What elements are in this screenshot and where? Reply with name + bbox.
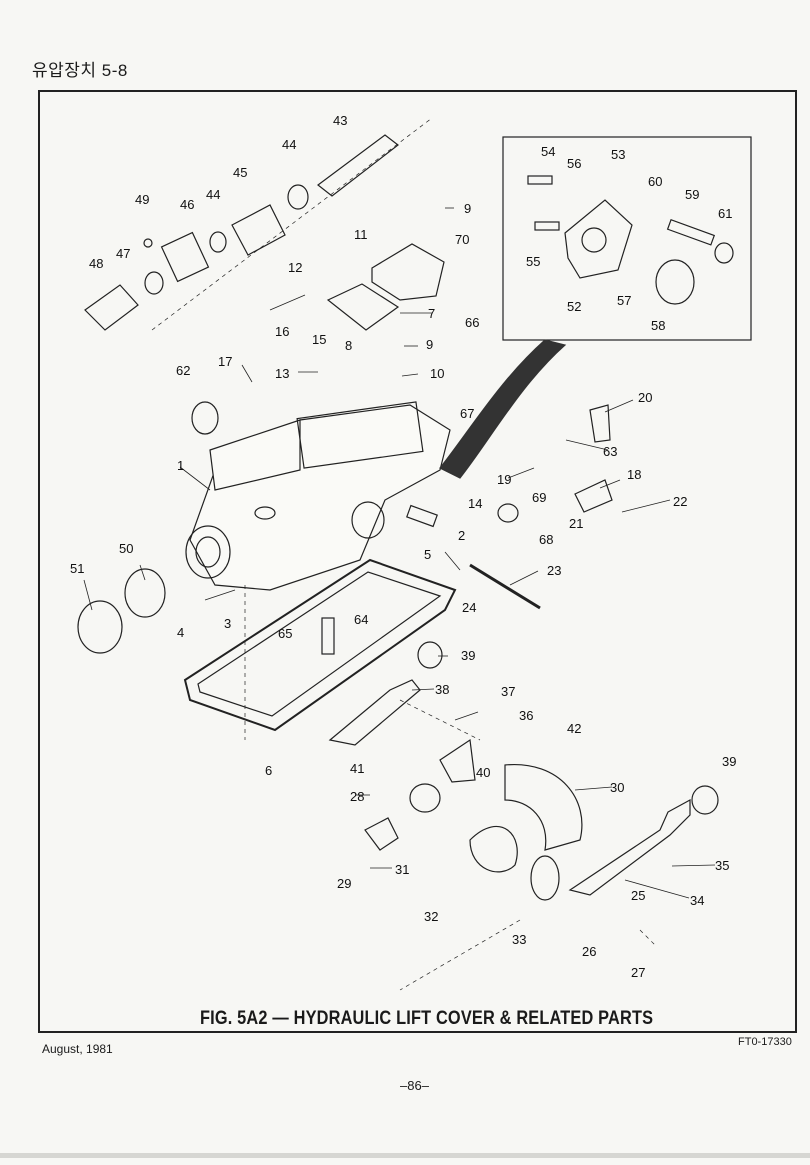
callout-48: 48 — [89, 256, 103, 271]
figure-caption: FIG. 5A2 — HYDRAULIC LIFT COVER & RELATE… — [200, 1008, 654, 1029]
callout-9b: 9 — [426, 337, 433, 352]
lift-cover-housing — [189, 404, 451, 591]
callout-67: 67 — [460, 406, 474, 421]
cover-flange — [564, 199, 633, 279]
callout-51: 51 — [70, 561, 84, 576]
callout-28: 28 — [350, 789, 364, 804]
shaft — [469, 563, 541, 610]
callout-34: 34 — [690, 893, 704, 908]
callout-69: 69 — [532, 490, 546, 505]
callout-12: 12 — [288, 260, 302, 275]
callout-7: 7 — [428, 306, 435, 321]
callout-60: 60 — [648, 174, 662, 189]
callout-46: 46 — [180, 197, 194, 212]
callout-13: 13 — [275, 366, 289, 381]
scan-edge — [0, 1153, 810, 1158]
callout-23: 23 — [547, 563, 561, 578]
callout-59: 59 — [685, 187, 699, 202]
callout-68: 68 — [539, 532, 553, 547]
inset-box — [502, 136, 752, 341]
callout-50: 50 — [119, 541, 133, 556]
callout-22: 22 — [673, 494, 687, 509]
callout-44b: 44 — [206, 187, 220, 202]
print-date: August, 1981 — [42, 1042, 113, 1056]
callout-57: 57 — [617, 293, 631, 308]
callout-5: 5 — [424, 547, 431, 562]
callout-25: 25 — [631, 888, 645, 903]
callout-4: 4 — [177, 625, 184, 640]
gasket — [183, 558, 457, 732]
callout-19: 19 — [497, 472, 511, 487]
callout-47: 47 — [116, 246, 130, 261]
callout-64: 64 — [354, 612, 368, 627]
callout-1: 1 — [177, 458, 184, 473]
callout-2: 2 — [458, 528, 465, 543]
callout-3: 3 — [224, 616, 231, 631]
callout-52: 52 — [567, 299, 581, 314]
callout-40: 40 — [476, 765, 490, 780]
callout-65: 65 — [278, 626, 292, 641]
callout-15: 15 — [312, 332, 326, 347]
callout-61: 61 — [718, 206, 732, 221]
callout-55: 55 — [526, 254, 540, 269]
callout-16: 16 — [275, 324, 289, 339]
callout-63: 63 — [603, 444, 617, 459]
callout-41: 41 — [350, 761, 364, 776]
page-header: 유압장치 5-8 — [32, 61, 128, 80]
callout-33: 33 — [512, 932, 526, 947]
callout-32: 32 — [424, 909, 438, 924]
callout-27: 27 — [631, 965, 645, 980]
callout-6: 6 — [265, 763, 272, 778]
lift-arm — [328, 679, 421, 746]
callout-10: 10 — [430, 366, 444, 381]
callout-62: 62 — [176, 363, 190, 378]
callout-70: 70 — [455, 232, 469, 247]
cam-plate — [469, 826, 518, 873]
callout-54: 54 — [541, 144, 555, 159]
callout-44a: 44 — [282, 137, 296, 152]
callout-39b: 39 — [722, 754, 736, 769]
plug — [84, 284, 139, 331]
callout-45: 45 — [233, 165, 247, 180]
valve-block — [371, 243, 445, 301]
callout-36: 36 — [519, 708, 533, 723]
callout-53: 53 — [611, 147, 625, 162]
callout-17: 17 — [218, 354, 232, 369]
callout-20: 20 — [638, 390, 652, 405]
callout-24: 24 — [462, 600, 476, 615]
cover-plate — [326, 283, 400, 331]
callout-39a: 39 — [461, 648, 475, 663]
callout-9a: 9 — [464, 201, 471, 216]
callout-29: 29 — [337, 876, 351, 891]
callout-58: 58 — [651, 318, 665, 333]
callout-43: 43 — [333, 113, 347, 128]
callout-14: 14 — [468, 496, 482, 511]
callout-30: 30 — [610, 780, 624, 795]
callout-38: 38 — [435, 682, 449, 697]
reference-arrow — [439, 339, 567, 479]
plunger — [317, 134, 399, 197]
callout-42: 42 — [567, 721, 581, 736]
callout-31: 31 — [395, 862, 409, 877]
control-lever — [568, 798, 691, 896]
callout-66: 66 — [465, 315, 479, 330]
callout-37: 37 — [501, 684, 515, 699]
callout-26: 26 — [582, 944, 596, 959]
callout-35: 35 — [715, 858, 729, 873]
callout-11: 11 — [354, 227, 368, 242]
callout-21: 21 — [569, 516, 583, 531]
figure-frame — [38, 90, 797, 1033]
callout-8: 8 — [345, 338, 352, 353]
part-callouts: 1 2 3 4 5 6 7 8 9 9 10 11 12 13 14 15 16… — [70, 113, 736, 980]
document-code: FT0-17330 — [738, 1036, 792, 1048]
page-number: –86– — [400, 1078, 429, 1093]
callout-18: 18 — [627, 467, 641, 482]
callout-49: 49 — [135, 192, 149, 207]
quadrant — [504, 764, 583, 851]
callout-56: 56 — [567, 156, 581, 171]
